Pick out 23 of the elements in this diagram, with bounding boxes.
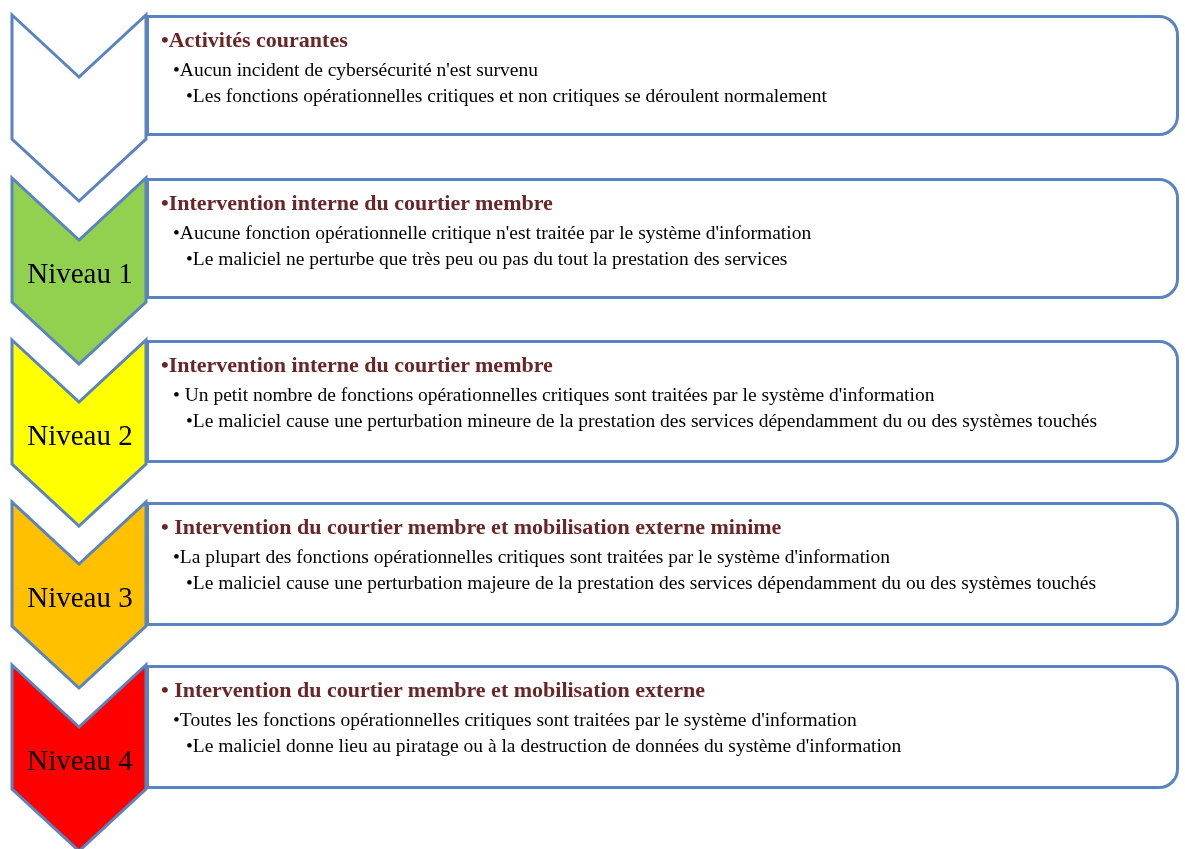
level-label: Niveau 1: [26, 256, 134, 291]
bullet-text: •Aucun incident de cybersécurité n'est survenu: [173, 57, 539, 82]
description-box: [146, 665, 1179, 789]
level-label: Niveau 2: [26, 418, 134, 453]
bullet-text: •Aucune fonction opérationnelle critique n'est traitée par le système d'information: [173, 220, 813, 245]
bullet-text: •Toutes les fonctions opérationnelles critiques sont traitées par le système d'information: [173, 707, 858, 732]
bullet-text: •Le maliciel cause une perturbation majeure de la prestation des services dépendamment du ou des systèmes touchés: [186, 571, 1098, 596]
box-heading: •Intervention interne du courtier membre: [161, 189, 554, 217]
bullet-text: •Les fonctions opérationnelles critiques et non critiques se déroulent normalement: [186, 84, 828, 109]
description-box: [146, 340, 1179, 463]
bullet-text: • Un petit nombre de fonctions opérationnelles critiques sont traitées par le système d'information: [173, 382, 936, 407]
bullet-text: •Le maliciel ne perturbe que très peu ou pas du tout la prestation des services: [186, 247, 789, 272]
box-heading: •Intervention interne du courtier membre: [161, 351, 554, 379]
box-heading: • Intervention du courtier membre et mobilisation externe: [161, 676, 706, 704]
description-box: [146, 178, 1179, 299]
description-box: [146, 502, 1179, 626]
box-heading: •Activités courantes: [161, 26, 349, 54]
level-label: Niveau 3: [26, 580, 134, 615]
bullet-text: •Le maliciel donne lieu au piratage ou à la destruction de données du système d'information: [186, 734, 903, 759]
bullet-text: •Le maliciel cause une perturbation mineure de la prestation des services dépendamment du ou des systèmes touchés: [186, 409, 1099, 434]
level-label: Niveau 4: [26, 743, 134, 778]
bullet-text: •La plupart des fonctions opérationnelles critiques sont traitées par le système d'information: [173, 544, 891, 569]
box-heading: • Intervention du courtier membre et mobilisation externe minime: [161, 513, 783, 541]
